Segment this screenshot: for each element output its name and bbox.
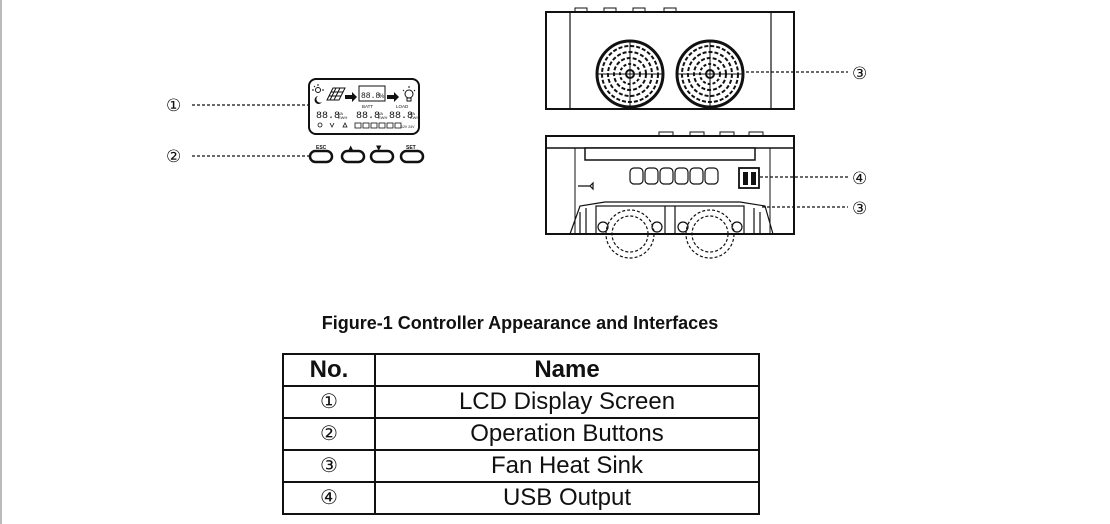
- lcd-status-text: 12V 24V: [401, 125, 415, 129]
- lcd-readout-top: 88.8: [361, 92, 380, 101]
- lcd-readout-right: 88.8: [389, 111, 413, 122]
- moon-icon: [314, 96, 322, 104]
- heat-sink: [569, 201, 774, 259]
- table-row: ④ USB Output: [282, 481, 760, 515]
- parts-table: No. Name ① LCD Display Screen ② Operatio…: [282, 353, 760, 515]
- row-number: ④: [282, 481, 376, 515]
- solar-panel-icon: [326, 87, 346, 101]
- lcd-unit-kwh: KWH: [378, 115, 387, 120]
- terminal-block: [629, 167, 719, 185]
- callout-2: ②: [166, 147, 181, 167]
- row-name: Fan Heat Sink: [374, 449, 760, 483]
- row-name: USB Output: [374, 481, 760, 515]
- down-button-label: ▼: [376, 144, 382, 152]
- operation-buttons: ESC ▲ ▼ SET: [308, 144, 425, 164]
- controller-side-view: [545, 131, 795, 259]
- controller-diagram: 88.8 % BATT LOAD 88.8 VA KWH 88.8 VA KWH…: [166, 7, 867, 259]
- callout-3: ③: [852, 64, 867, 84]
- row-name: Operation Buttons: [374, 417, 760, 451]
- lcd-load-label: LOAD: [396, 104, 409, 109]
- table-header-row: No. Name: [282, 353, 760, 387]
- controller-top-view: [545, 7, 795, 110]
- lcd-unit-kwh: KWH: [410, 115, 419, 120]
- down-button[interactable]: [369, 149, 395, 164]
- lcd-readout-mid: 88.8: [356, 111, 380, 122]
- figure-caption: Figure-1 Controller Appearance and Inter…: [321, 313, 719, 333]
- row-number: ③: [282, 449, 376, 483]
- esc-button[interactable]: [308, 149, 334, 164]
- lcd-unit-va: VA: [378, 111, 383, 116]
- lcd-unit-va: VA: [338, 111, 343, 116]
- up-button[interactable]: [340, 149, 366, 164]
- header-name: Name: [374, 353, 760, 387]
- lcd-status-icons: [317, 122, 402, 129]
- page-edge-line: [0, 0, 2, 524]
- lcd-unit-kwh: KWH: [338, 115, 347, 120]
- row-name: LCD Display Screen: [374, 385, 760, 419]
- lcd-unit-va: VA: [410, 111, 415, 116]
- callout-3b: ③: [852, 199, 867, 219]
- table-row: ② Operation Buttons: [282, 417, 760, 451]
- set-button-label: SET: [406, 145, 416, 151]
- lcd-panel: 88.8 % BATT LOAD 88.8 VA KWH 88.8 VA KWH…: [308, 78, 420, 135]
- sun-icon: [312, 84, 324, 93]
- usb-port-icon: [738, 167, 760, 189]
- fan-icon: [675, 39, 745, 109]
- lcd-batt-label: BATT: [362, 104, 373, 109]
- row-number: ②: [282, 417, 376, 451]
- up-button-label: ▲: [348, 144, 354, 152]
- flow-arrow-icon: [345, 92, 357, 102]
- lcd-readout-left: 88.8: [316, 111, 340, 122]
- callout-1: ①: [166, 96, 181, 116]
- light-bulb-icon: [402, 86, 416, 102]
- table-row: ③ Fan Heat Sink: [282, 449, 760, 483]
- lcd-readout-top-unit: %: [379, 94, 385, 100]
- row-number: ①: [282, 385, 376, 419]
- callout-4: ④: [852, 169, 867, 189]
- esc-button-label: ESC: [316, 145, 327, 151]
- table-row: ① LCD Display Screen: [282, 385, 760, 419]
- flow-arrow-icon: [387, 92, 399, 102]
- set-button[interactable]: [399, 149, 425, 164]
- fan-icon: [595, 39, 665, 109]
- header-no: No.: [282, 353, 376, 387]
